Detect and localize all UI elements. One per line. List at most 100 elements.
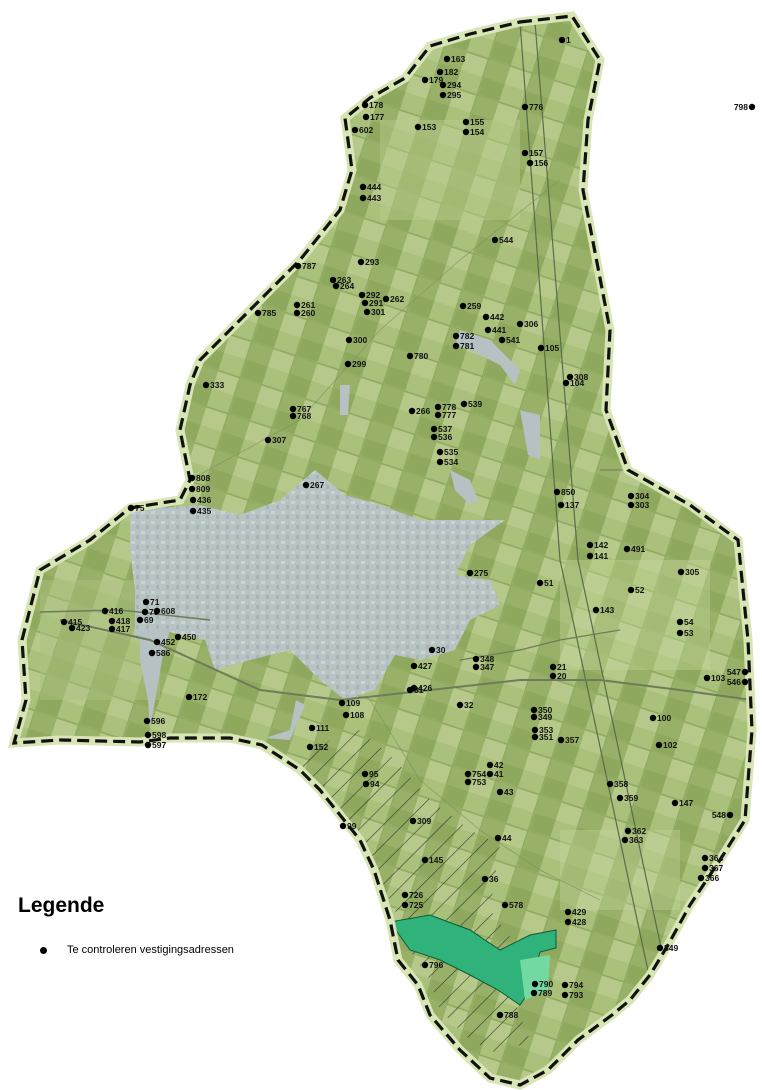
address-point-359[interactable] (616, 794, 624, 802)
address-point-362[interactable] (624, 827, 632, 835)
address-point-349[interactable] (530, 713, 538, 721)
address-point-353[interactable] (531, 726, 539, 734)
address-point-790[interactable] (531, 980, 539, 988)
address-point-108[interactable] (342, 711, 350, 719)
address-point-71[interactable] (142, 598, 150, 606)
address-point-544[interactable] (491, 236, 499, 244)
address-point-260[interactable] (293, 309, 301, 317)
address-point-436[interactable] (189, 496, 197, 504)
address-point-754[interactable] (464, 770, 472, 778)
address-point-586[interactable] (148, 649, 156, 657)
address-point-300[interactable] (345, 336, 353, 344)
address-point-850[interactable] (553, 488, 561, 496)
address-point-364[interactable] (701, 854, 709, 862)
address-point-789[interactable] (530, 989, 538, 997)
address-point-798[interactable] (748, 103, 756, 111)
address-point-141[interactable] (586, 552, 594, 560)
address-point-782[interactable] (452, 332, 460, 340)
address-point-100[interactable] (649, 714, 657, 722)
address-point-177[interactable] (362, 113, 370, 121)
address-point-178[interactable] (361, 101, 369, 109)
address-point-1[interactable] (558, 36, 566, 44)
address-point-777[interactable] (434, 411, 442, 419)
address-point-292[interactable] (358, 291, 366, 299)
address-point-95[interactable] (361, 770, 369, 778)
address-point-442[interactable] (482, 313, 490, 321)
address-point-20[interactable] (549, 672, 557, 680)
address-point-417[interactable] (108, 625, 116, 633)
address-point-535[interactable] (436, 448, 444, 456)
address-point-536[interactable] (430, 433, 438, 441)
address-point-418[interactable] (108, 617, 116, 625)
address-point-307[interactable] (264, 436, 272, 444)
address-point-350[interactable] (530, 706, 538, 714)
address-point-44[interactable] (494, 834, 502, 842)
address-point-179[interactable] (421, 76, 429, 84)
address-point-546[interactable] (741, 678, 749, 686)
address-point-70[interactable] (141, 608, 149, 616)
address-point-778[interactable] (434, 403, 442, 411)
address-point-153[interactable] (414, 123, 422, 131)
address-point-767[interactable] (289, 405, 297, 413)
address-point-534[interactable] (436, 458, 444, 466)
address-point-111[interactable] (308, 724, 316, 732)
address-point-137[interactable] (557, 501, 565, 509)
address-point-267[interactable] (302, 481, 310, 489)
address-point-266[interactable] (408, 407, 416, 415)
address-point-796[interactable] (421, 961, 429, 969)
address-point-785[interactable] (254, 309, 262, 317)
address-point-172[interactable] (185, 693, 193, 701)
address-point-42[interactable] (486, 761, 494, 769)
address-point-444[interactable] (359, 183, 367, 191)
address-point-109[interactable] (338, 699, 346, 707)
address-point-69[interactable] (136, 616, 144, 624)
address-point-262[interactable] (382, 295, 390, 303)
address-point-808[interactable] (188, 474, 196, 482)
address-point-275[interactable] (466, 569, 474, 577)
address-point-537[interactable] (430, 425, 438, 433)
address-point-547[interactable] (741, 668, 749, 676)
address-point-753[interactable] (464, 778, 472, 786)
address-point-30[interactable] (428, 646, 436, 654)
address-point-578[interactable] (501, 901, 509, 909)
address-point-182[interactable] (436, 68, 444, 76)
address-point-539[interactable] (460, 400, 468, 408)
address-point-443[interactable] (359, 194, 367, 202)
address-point-264[interactable] (332, 282, 340, 290)
address-point-51[interactable] (536, 579, 544, 587)
address-point-416[interactable] (101, 607, 109, 615)
address-point-348[interactable] (472, 655, 480, 663)
address-point-357[interactable] (557, 736, 565, 744)
address-point-143[interactable] (592, 606, 600, 614)
address-point-293[interactable] (357, 258, 365, 266)
address-point-333[interactable] (202, 381, 210, 389)
address-point-294[interactable] (439, 81, 447, 89)
address-point-794[interactable] (561, 981, 569, 989)
address-point-259[interactable] (459, 302, 467, 310)
address-point-152[interactable] (306, 743, 314, 751)
address-point-52[interactable] (627, 586, 635, 594)
address-point-75[interactable] (127, 504, 135, 512)
address-point-147[interactable] (671, 799, 679, 807)
address-point-415[interactable] (60, 618, 68, 626)
address-point-596[interactable] (143, 717, 151, 725)
address-point-21[interactable] (549, 663, 557, 671)
address-point-155[interactable] (462, 118, 470, 126)
address-point-94[interactable] (362, 780, 370, 788)
address-point-427[interactable] (410, 662, 418, 670)
address-point-787[interactable] (294, 262, 302, 270)
address-point-809[interactable] (188, 485, 196, 493)
address-point-491[interactable] (623, 545, 631, 553)
address-point-602[interactable] (351, 126, 359, 134)
address-point-366[interactable] (697, 874, 705, 882)
address-point-367[interactable] (701, 864, 709, 872)
address-point-363[interactable] (621, 836, 629, 844)
address-point-780[interactable] (406, 352, 414, 360)
address-point-768[interactable] (289, 412, 297, 420)
address-point-548[interactable] (726, 811, 734, 819)
address-point-53[interactable] (676, 629, 684, 637)
address-point-261[interactable] (293, 301, 301, 309)
address-point-781[interactable] (452, 342, 460, 350)
address-point-145[interactable] (421, 856, 429, 864)
address-point-157[interactable] (521, 149, 529, 157)
